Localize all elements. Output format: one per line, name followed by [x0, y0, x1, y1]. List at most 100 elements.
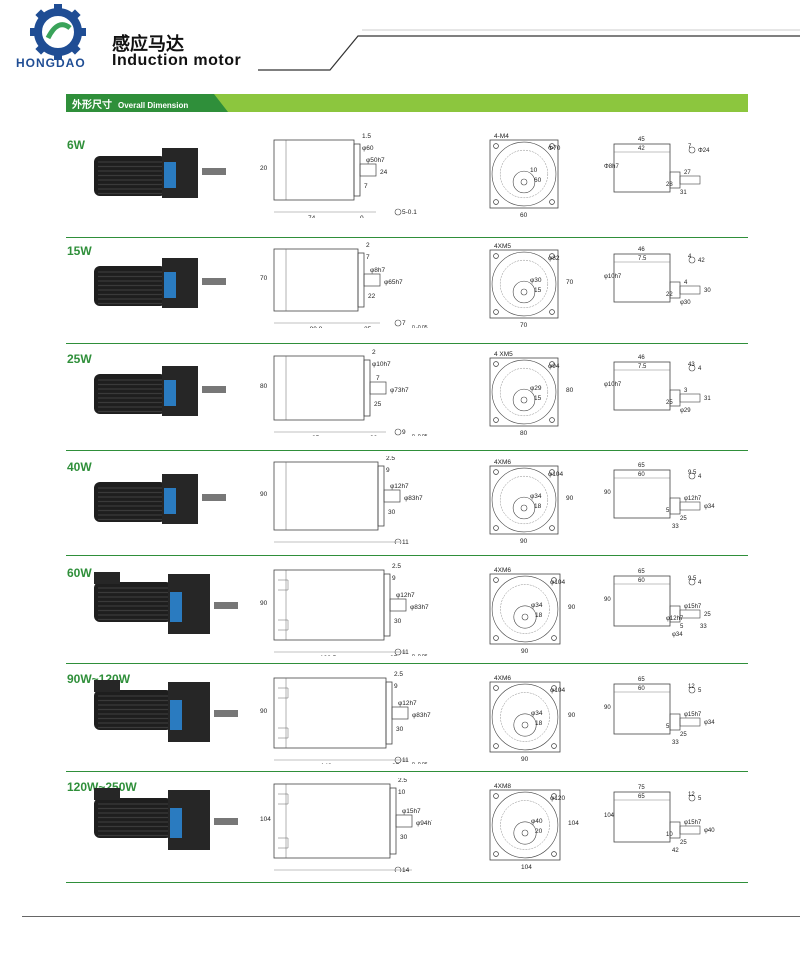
- dimension-label: 15: [534, 287, 542, 294]
- dimension-label: 42: [698, 258, 705, 264]
- gear-logo-icon: [30, 4, 86, 60]
- row-label-60w: 60W: [67, 566, 92, 580]
- row-label-40w: 40W: [67, 460, 92, 474]
- dimension-label: 9.5: [688, 470, 697, 476]
- dimension-label: φ94h7: [416, 820, 432, 827]
- dimension-label: 7: [364, 183, 368, 190]
- dimension-label: 4XM6: [494, 567, 511, 574]
- dimension-label: φ83h7: [404, 495, 423, 502]
- dimension-label: 90: [260, 600, 268, 607]
- dimension-label: 4: [698, 580, 702, 586]
- row-label-6w: 6W: [67, 138, 85, 152]
- row-divider: [66, 771, 748, 772]
- dimension-label: φ10h7: [604, 274, 622, 280]
- dimension-label: 2: [372, 349, 376, 356]
- motor-photo: [94, 680, 238, 742]
- dimension-label: 0 -0.06: [412, 654, 428, 656]
- dimension-label: φ8h7: [370, 267, 385, 274]
- dimension-label: 25: [666, 400, 673, 406]
- dimension-label: 30: [704, 288, 711, 294]
- dimension-label: φ34: [531, 710, 543, 717]
- dimension-label: 18: [535, 612, 543, 619]
- dimension-label: φ40: [704, 828, 715, 834]
- dimension-label: 7: [376, 375, 380, 382]
- dimension-label: 30: [394, 618, 402, 625]
- dimension-label: 43: [688, 362, 695, 368]
- dimension-label: φ120: [550, 795, 565, 802]
- dimension-label: 4-M4: [494, 133, 509, 140]
- dimension-label: φ40: [531, 818, 543, 825]
- dimension-label: 0 -0.05: [412, 434, 428, 436]
- dimension-label: 60: [638, 472, 645, 478]
- dimension-label: 90: [521, 756, 529, 763]
- dimension-label: 33: [672, 740, 679, 746]
- dimension-label: 4: [698, 366, 702, 372]
- dimension-label: 7: [688, 144, 692, 150]
- dimension-label: 90: [568, 712, 576, 719]
- dimension-label: 65: [638, 794, 645, 800]
- dimension-label: 27: [684, 170, 691, 176]
- dimension-label: 22: [666, 292, 673, 298]
- dimension-label: 5: [666, 508, 670, 514]
- dimension-label: 18: [534, 503, 542, 510]
- dimension-label: 28: [666, 182, 673, 188]
- dimension-label: 60: [638, 578, 645, 584]
- side-view-drawing: 80.8257027φ8h7φ65h72270 -0.05: [260, 242, 428, 328]
- dimension-label: 104: [260, 816, 271, 823]
- row-divider: [66, 237, 748, 238]
- motor-photo: [94, 258, 226, 308]
- dimension-label: Φ70: [548, 145, 561, 152]
- dimension-label: 90: [520, 538, 528, 544]
- side-view-drawing: 132.537902.59φ12h7φ83h730110 -0.06: [260, 563, 429, 656]
- dimension-label: φ12h7: [398, 700, 417, 707]
- dimension-label: 46: [638, 247, 645, 253]
- dimension-label: 30: [396, 726, 404, 733]
- dimension-label: φ30: [530, 277, 542, 284]
- dimension-label: 70: [566, 279, 574, 286]
- dimension-label: φ34: [704, 504, 715, 510]
- dimension-label: φ65h7: [384, 279, 403, 286]
- dimension-label: 4XM5: [494, 243, 511, 250]
- dimension-label: 104: [521, 864, 532, 871]
- dimension-label: 45: [638, 137, 645, 143]
- brand-name: HONGDAO: [16, 56, 86, 70]
- dimension-label: 4 XM5: [494, 351, 513, 358]
- dimension-label: φ104: [548, 471, 563, 478]
- footer-line: [22, 916, 800, 917]
- dimension-label: 90: [260, 491, 268, 498]
- dimension-label: 90: [260, 708, 268, 715]
- dimension-label: 2.5: [386, 456, 395, 462]
- dimension-label: 1.5: [362, 133, 371, 140]
- dimension-label: 74: [308, 215, 316, 218]
- dimension-label: 11: [402, 539, 409, 544]
- dimension-label: 37: [390, 655, 398, 656]
- dimension-label: 7: [402, 320, 406, 327]
- dimension-label: 7.5: [638, 364, 647, 370]
- dimension-label: 70: [520, 322, 528, 328]
- side-view-drawing: 8532802φ10h77φ73h72590 -0.05: [260, 349, 428, 436]
- dimension-label: φ15h7: [684, 712, 702, 718]
- dimension-label: φ15h7: [402, 808, 421, 815]
- side-view-drawing: 170371042.510φ15h7φ94h730140 -0.05: [260, 778, 432, 872]
- dimension-label: 60: [520, 212, 528, 218]
- dimension-label: 12: [688, 684, 695, 690]
- dimension-label: 37: [392, 763, 400, 764]
- dimension-label: φ104: [550, 687, 565, 694]
- dimension-label: 25: [364, 326, 372, 328]
- dimension-label: 70: [260, 275, 268, 282]
- dimension-label: φ10h7: [604, 382, 622, 388]
- motor-photo: [94, 474, 226, 524]
- dimension-label: 5: [666, 724, 670, 730]
- dimension-label: 31: [680, 190, 687, 196]
- dimension-label: φ83h7: [410, 604, 429, 611]
- dimension-label: 80: [260, 383, 268, 390]
